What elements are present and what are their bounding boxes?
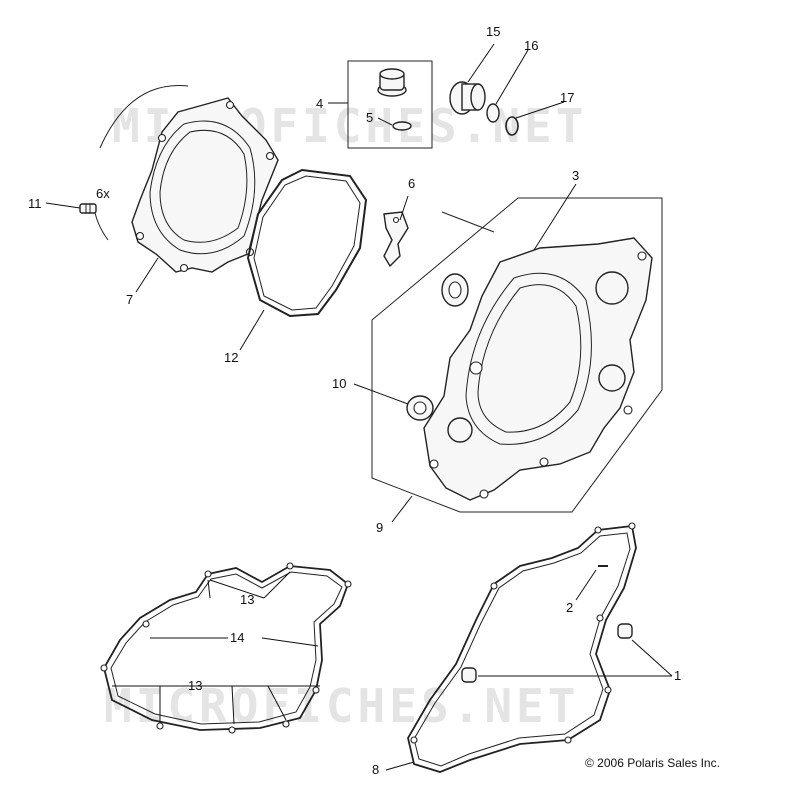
cover-gasket-part-12: [246, 168, 368, 318]
gasket-set-parts-13-14: [100, 562, 352, 734]
callout-5: 5: [366, 110, 373, 125]
callout-7: 7: [126, 292, 133, 307]
callout-11: 11: [28, 196, 42, 211]
o-ring-part-5: [392, 121, 412, 131]
copyright-notice: © 2006 Polaris Sales Inc.: [585, 756, 720, 770]
crankcase-gasket-part-8: [407, 522, 637, 773]
inner-cover-part-3: [423, 237, 653, 501]
assembly-outline-part-9: [371, 197, 663, 513]
clutch-cover-part-7: [93, 85, 279, 273]
bolt-part-11: [79, 203, 97, 214]
callout-13-bottom: 13: [188, 678, 202, 693]
callout-12: 12: [224, 350, 238, 365]
callout-1: 1: [674, 668, 681, 683]
o-ring-part-16: [486, 103, 500, 123]
callout-8: 8: [372, 762, 379, 777]
callout-4: 4: [316, 96, 323, 111]
bracket-part-6: [383, 211, 409, 268]
callout-2: 2: [566, 600, 573, 615]
callout-13-top: 13: [240, 592, 254, 607]
callout-15: 15: [486, 24, 500, 39]
circlip-part-17: [505, 116, 519, 136]
dowels-part-1: [461, 623, 633, 683]
leader-lines: [45, 43, 673, 771]
callout-16: 16: [524, 38, 538, 53]
callout-6: 6: [408, 176, 415, 191]
plug-part-15: [449, 81, 486, 115]
seal-part-10: [406, 395, 434, 421]
callout-10: 10: [332, 376, 346, 391]
bearing-top: [441, 273, 469, 307]
callout-6x: 6x: [96, 186, 110, 201]
callout-9: 9: [376, 520, 383, 535]
watermark-bottom: MICROFICHES.NET: [104, 679, 579, 733]
callout-3: 3: [572, 168, 579, 183]
fill-plug-part-4: [377, 68, 407, 97]
callout-17: 17: [560, 90, 574, 105]
plug-kit-box-part-4: [347, 60, 433, 149]
callout-14: 14: [230, 630, 244, 645]
